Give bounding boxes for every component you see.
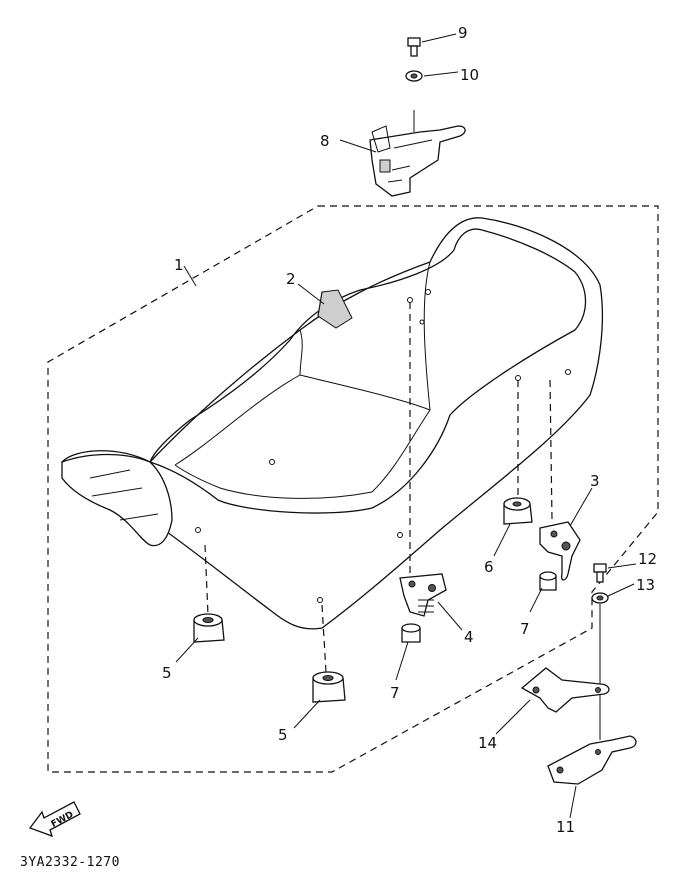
callout-13: 13 xyxy=(636,576,655,594)
seat-assembly xyxy=(61,217,604,630)
fwd-arrow-icon: FWD xyxy=(28,801,81,838)
damper-part-5b xyxy=(312,604,346,703)
callout-4: 4 xyxy=(464,628,474,646)
nut-part-7b xyxy=(401,623,421,643)
damper-part-6 xyxy=(503,380,533,525)
callout-7b: 7 xyxy=(390,684,400,702)
lock-part-11 xyxy=(547,735,637,785)
callout-8: 8 xyxy=(320,132,330,150)
callout-1: 1 xyxy=(174,256,184,274)
leader-lines xyxy=(175,33,637,819)
emblem-part-2 xyxy=(317,289,353,329)
callout-12: 12 xyxy=(638,550,657,568)
callout-11: 11 xyxy=(556,818,575,836)
callout-10: 10 xyxy=(460,66,479,84)
damper-part-5a xyxy=(193,544,225,643)
callout-14: 14 xyxy=(478,734,497,752)
bolt-part-12 xyxy=(593,563,607,583)
callout-9: 9 xyxy=(458,24,468,42)
callout-2: 2 xyxy=(286,270,296,288)
callout-3: 3 xyxy=(590,472,600,490)
washer-part-10 xyxy=(405,70,423,82)
plate-part-14 xyxy=(520,667,610,713)
bracket-part-4 xyxy=(399,302,447,617)
diagram-code: 3YA2332-1270 xyxy=(20,855,120,870)
callout-6: 6 xyxy=(484,558,494,576)
callout-7a: 7 xyxy=(520,620,530,638)
assembly-boundary xyxy=(47,205,659,773)
callout-5b: 5 xyxy=(278,726,288,744)
hook-part-3 xyxy=(539,379,581,581)
nut-part-7a xyxy=(539,571,557,591)
washer-part-13 xyxy=(591,592,609,604)
callout-5a: 5 xyxy=(162,664,172,682)
bolt-part-9 xyxy=(407,37,421,57)
seat-lock-part-8 xyxy=(369,110,466,197)
